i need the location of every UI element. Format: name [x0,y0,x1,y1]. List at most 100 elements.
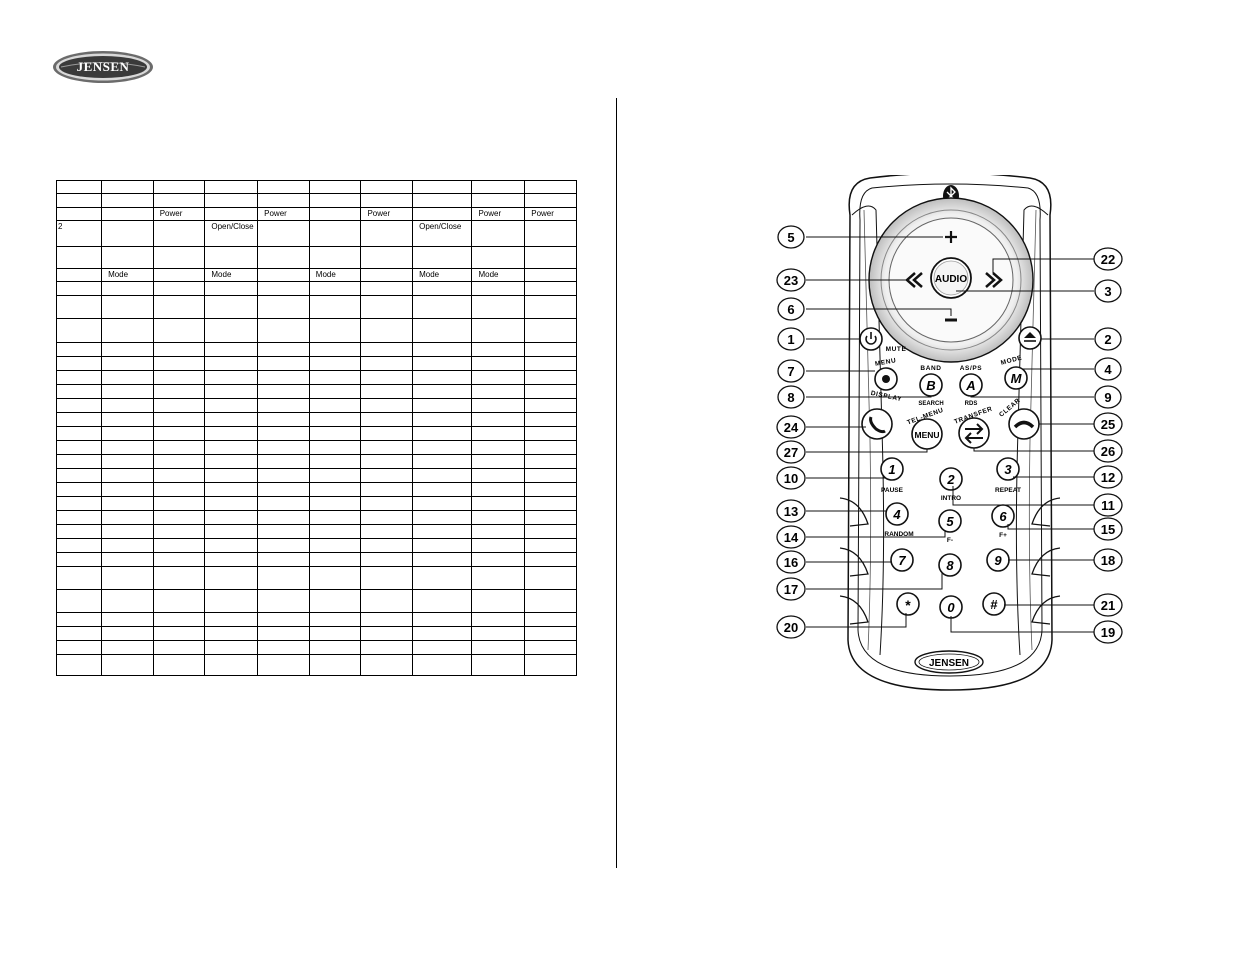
remote-control-diagram: AUDIO MUTE MENU DISPLAY BAND B SEARCH AS… [776,175,1123,691]
callout-23: 23 [776,268,806,292]
table-cell [152,468,206,483]
table-cell [257,246,310,269]
volume-up-icon[interactable] [945,231,957,243]
fast-forward-icon[interactable] [985,272,1003,288]
table-cell [412,370,473,385]
key-5-button[interactable]: 5 [938,509,962,533]
band-search-button[interactable]: B [919,373,943,397]
hash-key-button[interactable]: # [982,592,1006,616]
table-cell [257,454,310,469]
table-cell [524,454,577,469]
table-cell: Power [471,207,526,221]
key-2-button[interactable]: 2 [939,467,963,491]
table-cell [524,552,577,567]
table-cell [204,468,259,483]
table-cell: 2 [55,220,103,247]
table-cell [101,412,154,427]
table-cell [360,398,414,413]
table-cell [55,426,103,441]
table-cell [55,566,103,590]
key-3-button[interactable]: 3 [996,457,1020,481]
power-button[interactable] [859,327,883,351]
table-cell [257,654,310,676]
table-cell [308,356,362,371]
answer-call-button[interactable] [861,408,893,440]
svg-text:25: 25 [1101,417,1115,432]
table-cell [204,342,259,357]
key-7-button[interactable]: 7 [890,548,914,572]
tel-menu-button[interactable]: MENU [911,418,943,450]
table-cell [471,552,526,567]
table-cell [204,566,259,590]
table-cell [55,281,103,296]
table-row [55,566,577,590]
table-cell [55,612,103,627]
key-1-button[interactable]: 1 [880,457,904,481]
key-8-button[interactable]: 8 [938,553,962,577]
table-cell [471,440,526,455]
end-call-button[interactable] [1008,408,1040,440]
table-cell [360,342,414,357]
table-cell [204,370,259,385]
table-cell [152,281,206,296]
svg-text:15: 15 [1101,522,1115,537]
band-label: BAND [920,365,941,372]
table-cell [308,207,362,221]
audio-label: AUDIO [935,274,967,285]
asps-label: AS/PS [960,365,983,372]
table-cell [257,589,310,613]
table-cell [360,626,414,641]
table-cell [471,426,526,441]
table-cell [152,589,206,613]
table-cell [524,246,577,269]
table-row [55,626,577,641]
svg-text:19: 19 [1101,625,1115,640]
callout-24: 24 [776,415,806,439]
table-cell [55,626,103,641]
table-cell [55,468,103,483]
table-cell [152,220,206,247]
table-cell [524,566,577,590]
table-cell [257,440,310,455]
table-cell [101,626,154,641]
table-cell [204,538,259,553]
svg-text:27: 27 [784,445,798,460]
svg-text:10: 10 [784,471,798,486]
key-9-button[interactable]: 9 [986,548,1010,572]
menu-display-button[interactable] [874,367,898,391]
table-cell [360,482,414,497]
table-row [55,496,577,511]
mode-button[interactable]: M [1004,366,1028,390]
table-cell [101,370,154,385]
table-cell [308,370,362,385]
key-6-button[interactable]: 6 [991,504,1015,528]
svg-text:21: 21 [1101,598,1115,613]
table-cell [101,589,154,613]
table-cell [412,510,473,525]
star-key-button[interactable]: * [896,592,920,616]
table-cell [412,398,473,413]
table-cell [471,398,526,413]
audio-button[interactable]: AUDIO [930,257,972,299]
transfer-button[interactable] [958,417,990,449]
table-row [55,510,577,525]
key-0-button[interactable]: 0 [939,595,963,619]
svg-text:18: 18 [1101,553,1115,568]
svg-text:4: 4 [1104,362,1112,377]
table-cell: Power [257,207,310,221]
key-5: 5 [946,514,954,529]
asps-rds-button[interactable]: A [959,373,983,397]
table-cell [412,552,473,567]
table-cell [308,654,362,676]
table-row [55,398,577,413]
table-cell [360,654,414,676]
table-cell [152,524,206,539]
table-cell [308,468,362,483]
table-cell [101,468,154,483]
table-cell [412,246,473,269]
key-8: 8 [946,558,954,573]
table-cell [257,510,310,525]
f-minus-label: F- [947,537,953,544]
key-4-button[interactable]: 4 [885,502,909,526]
eject-button[interactable] [1018,326,1042,350]
